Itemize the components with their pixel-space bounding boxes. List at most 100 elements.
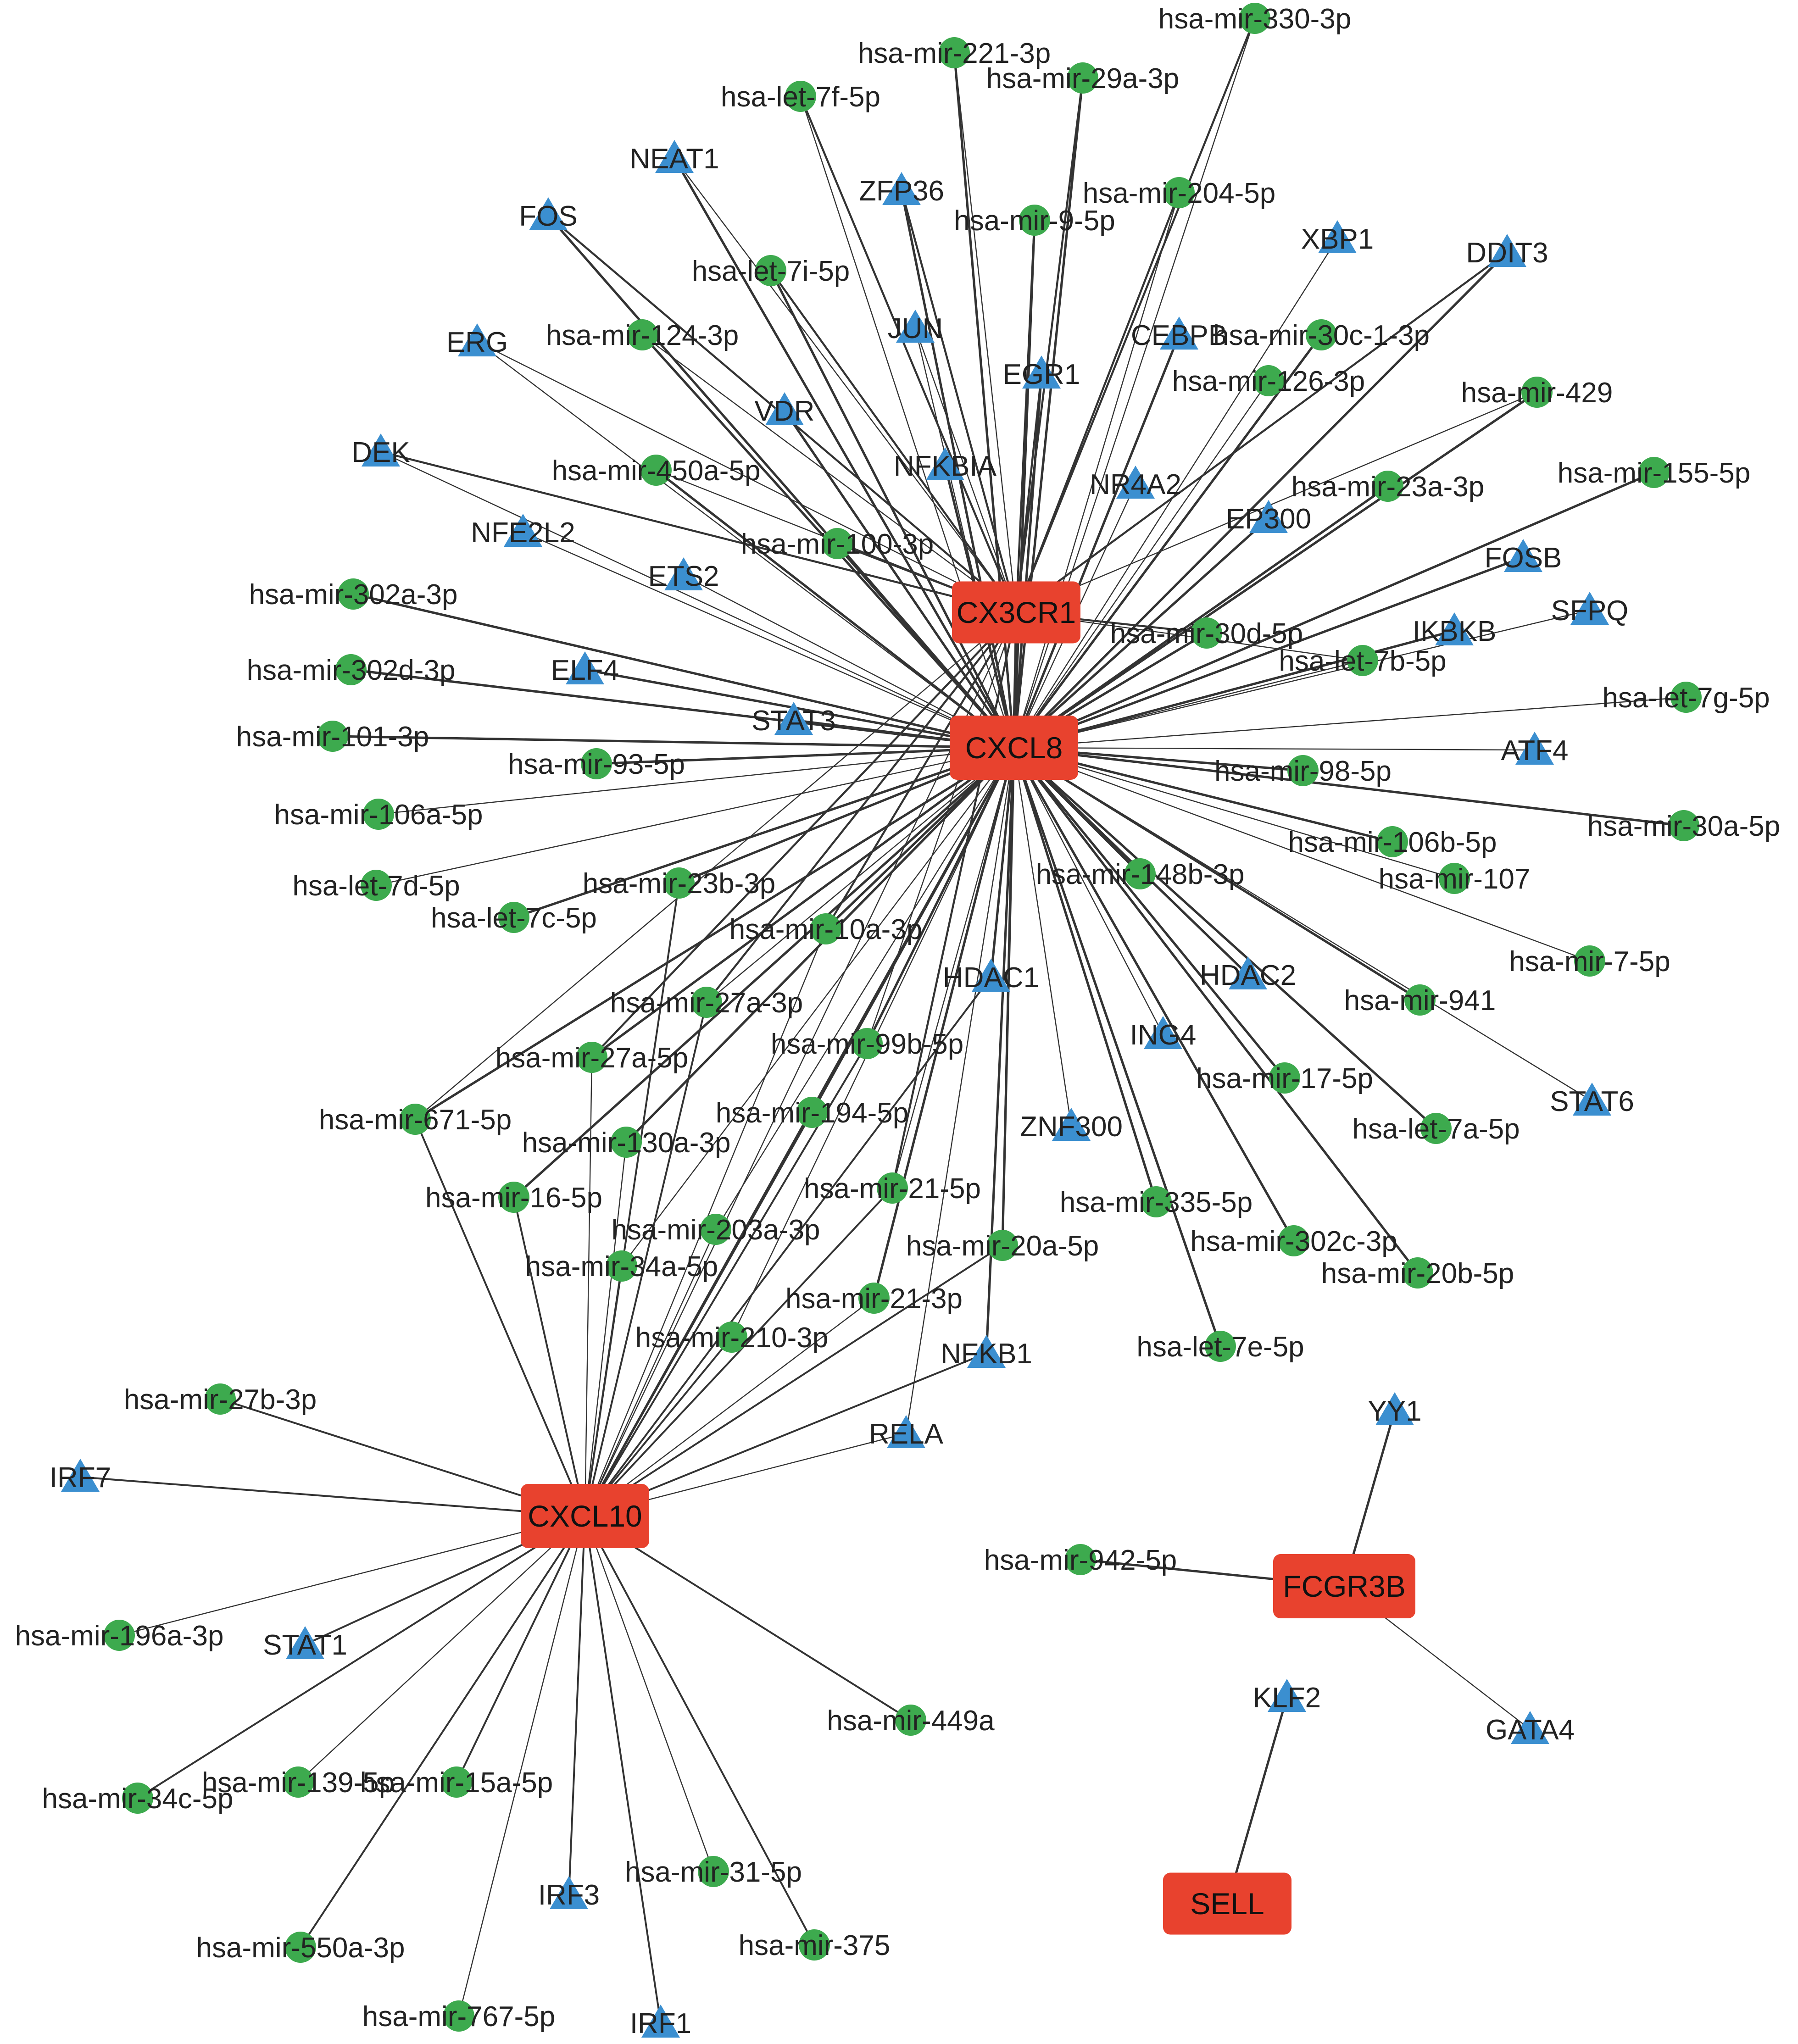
tf-node-stat3[interactable] xyxy=(774,702,813,735)
tf-node-ing4[interactable] xyxy=(1144,1016,1182,1049)
mirna-node-hsa-mir-27a-5p[interactable] xyxy=(576,1042,607,1073)
tf-node-nfe2l2[interactable] xyxy=(504,514,542,547)
mirna-node-hsa-mir-101-3p[interactable] xyxy=(317,721,348,752)
tf-node-rela[interactable] xyxy=(887,1415,925,1448)
tf-node-cebpb[interactable] xyxy=(1160,317,1198,350)
mirna-node-hsa-mir-93-5p[interactable] xyxy=(581,748,612,779)
mirna-node-hsa-mir-31-5p[interactable] xyxy=(698,1856,729,1887)
mirna-node-hsa-mir-30c-1-3p[interactable] xyxy=(1306,319,1337,350)
hub-node-fcgr3b[interactable] xyxy=(1273,1554,1415,1618)
mirna-node-hsa-mir-375[interactable] xyxy=(799,1929,830,1961)
mirna-node-hsa-mir-450a-5p[interactable] xyxy=(640,455,672,486)
mirna-node-hsa-mir-100-3p[interactable] xyxy=(822,528,853,559)
tf-node-sfpq[interactable] xyxy=(1570,592,1609,625)
mirna-node-hsa-mir-99b-5p[interactable] xyxy=(852,1028,883,1059)
mirna-node-hsa-let-7f-5p[interactable] xyxy=(785,81,816,112)
tf-node-hdac1[interactable] xyxy=(972,959,1010,992)
mirna-node-hsa-mir-27a-3p[interactable] xyxy=(691,987,722,1018)
tf-node-atf4[interactable] xyxy=(1515,732,1554,765)
mirna-node-hsa-mir-155-5p[interactable] xyxy=(1638,457,1670,488)
mirna-node-hsa-mir-7-5p[interactable] xyxy=(1574,945,1605,977)
mirna-node-hsa-mir-106a-5p[interactable] xyxy=(363,799,394,830)
mirna-node-hsa-mir-98-5p[interactable] xyxy=(1287,755,1319,786)
mirna-node-hsa-mir-23b-3p[interactable] xyxy=(663,867,695,899)
tf-node-klf2[interactable] xyxy=(1268,1679,1306,1712)
mirna-node-hsa-mir-29a-3p[interactable] xyxy=(1067,62,1098,94)
mirna-node-hsa-mir-449a[interactable] xyxy=(895,1705,926,1736)
mirna-node-hsa-mir-941[interactable] xyxy=(1404,984,1436,1016)
mirna-node-hsa-mir-9-5p[interactable] xyxy=(1019,205,1050,236)
mirna-node-hsa-mir-16-5p[interactable] xyxy=(498,1182,529,1213)
tf-node-vdr[interactable] xyxy=(765,392,804,425)
mirna-node-hsa-mir-20a-5p[interactable] xyxy=(987,1230,1018,1261)
mirna-node-hsa-mir-17-5p[interactable] xyxy=(1269,1062,1300,1094)
mirna-node-hsa-mir-203a-3p[interactable] xyxy=(700,1214,731,1245)
tf-node-yy1[interactable] xyxy=(1375,1392,1414,1425)
tf-node-jun[interactable] xyxy=(896,310,935,343)
mirna-node-hsa-mir-429[interactable] xyxy=(1521,377,1553,408)
mirna-node-hsa-mir-221-3p[interactable] xyxy=(939,37,970,68)
tf-node-nr4a2[interactable] xyxy=(1116,466,1155,499)
mirna-node-hsa-mir-330-3p[interactable] xyxy=(1239,3,1270,34)
tf-node-irf3[interactable] xyxy=(550,1876,588,1909)
mirna-node-hsa-mir-302c-3p[interactable] xyxy=(1278,1225,1309,1256)
tf-node-hdac2[interactable] xyxy=(1229,956,1267,989)
hub-node-cx3cr1[interactable] xyxy=(952,581,1080,644)
mirna-node-hsa-mir-106b-5p[interactable] xyxy=(1377,826,1408,857)
hub-node-cxcl8[interactable] xyxy=(950,716,1078,780)
tf-node-egr1[interactable] xyxy=(1022,355,1061,389)
tf-node-nfkb1[interactable] xyxy=(967,1335,1006,1368)
tf-node-ddit3[interactable] xyxy=(1488,234,1526,267)
mirna-node-hsa-let-7b-5p[interactable] xyxy=(1347,645,1378,676)
hub-node-cxcl10[interactable] xyxy=(521,1484,649,1548)
tf-node-ep300[interactable] xyxy=(1249,500,1288,533)
mirna-node-hsa-let-7i-5p[interactable] xyxy=(755,255,786,286)
mirna-node-hsa-let-7d-5p[interactable] xyxy=(361,870,392,901)
mirna-node-hsa-mir-21-3p[interactable] xyxy=(858,1283,890,1314)
mirna-node-hsa-let-7g-5p[interactable] xyxy=(1670,682,1702,713)
mirna-node-hsa-mir-148b-3p[interactable] xyxy=(1124,858,1156,889)
mirna-node-hsa-mir-671-5p[interactable] xyxy=(400,1104,431,1135)
tf-node-zfp36[interactable] xyxy=(882,172,921,205)
tf-node-ets2[interactable] xyxy=(664,557,703,590)
tf-node-neat1[interactable] xyxy=(655,140,694,173)
mirna-node-hsa-mir-767-5p[interactable] xyxy=(443,2000,474,2032)
tf-node-stat1[interactable] xyxy=(286,1626,324,1659)
mirna-node-hsa-mir-335-5p[interactable] xyxy=(1141,1186,1172,1217)
mirna-node-hsa-let-7c-5p[interactable] xyxy=(498,902,529,933)
mirna-node-hsa-mir-23a-3p[interactable] xyxy=(1372,471,1403,502)
tf-node-nfkbia[interactable] xyxy=(926,447,964,480)
mirna-node-hsa-mir-139-5p[interactable] xyxy=(283,1766,314,1798)
mirna-node-hsa-mir-194-5p[interactable] xyxy=(796,1097,828,1128)
mirna-node-hsa-mir-20b-5p[interactable] xyxy=(1402,1257,1433,1289)
tf-node-znf300[interactable] xyxy=(1052,1108,1091,1141)
tf-node-fos[interactable] xyxy=(529,197,568,230)
mirna-node-hsa-mir-107[interactable] xyxy=(1439,863,1470,894)
tf-node-erg[interactable] xyxy=(458,323,496,356)
mirna-node-hsa-mir-302a-3p[interactable] xyxy=(338,578,369,610)
mirna-node-hsa-mir-15a-5p[interactable] xyxy=(441,1766,472,1798)
tf-node-xbp1[interactable] xyxy=(1318,220,1357,253)
tf-node-irf1[interactable] xyxy=(641,2005,680,2038)
mirna-node-hsa-mir-30a-5p[interactable] xyxy=(1668,810,1699,841)
tf-node-stat6[interactable] xyxy=(1573,1083,1611,1116)
tf-node-elf4[interactable] xyxy=(566,651,604,684)
mirna-node-hsa-mir-21-5p[interactable] xyxy=(877,1172,908,1204)
mirna-node-hsa-mir-27b-3p[interactable] xyxy=(205,1383,236,1415)
mirna-node-hsa-mir-126-3p[interactable] xyxy=(1253,365,1284,396)
mirna-node-hsa-let-7e-5p[interactable] xyxy=(1205,1331,1236,1362)
tf-node-irf7[interactable] xyxy=(61,1459,100,1492)
mirna-node-hsa-mir-30d-5p[interactable] xyxy=(1191,617,1222,649)
mirna-node-hsa-mir-130a-3p[interactable] xyxy=(611,1127,642,1158)
mirna-node-hsa-mir-196a-3p[interactable] xyxy=(104,1620,135,1651)
mirna-node-hsa-mir-34a-5p[interactable] xyxy=(606,1250,637,1282)
tf-node-dek[interactable] xyxy=(362,433,400,467)
tf-node-ikbkb[interactable] xyxy=(1435,612,1474,645)
mirna-node-hsa-mir-210-3p[interactable] xyxy=(716,1322,747,1353)
hub-node-sell[interactable] xyxy=(1163,1872,1291,1935)
mirna-node-hsa-mir-550a-3p[interactable] xyxy=(285,1932,316,1963)
mirna-node-hsa-let-7a-5p[interactable] xyxy=(1420,1113,1452,1144)
mirna-node-hsa-mir-204-5p[interactable] xyxy=(1163,177,1195,208)
mirna-node-hsa-mir-34c-5p[interactable] xyxy=(122,1783,153,1814)
mirna-node-hsa-mir-10a-3p[interactable] xyxy=(810,913,841,944)
